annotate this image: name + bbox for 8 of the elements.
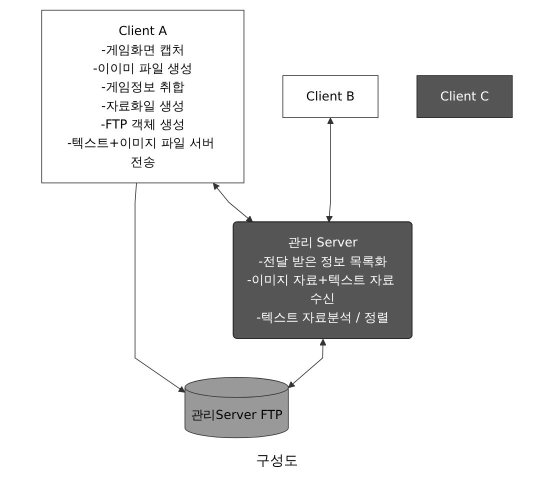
arrow [288, 338, 326, 388]
caption: 구성도 [256, 452, 298, 471]
node-box: Client C [416, 75, 513, 118]
arrow [326, 118, 334, 222]
arrow [212, 182, 254, 222]
node-box: Client A -게임화면 캡처 -이이미 파일 생성 -게임정보 취합 -자료화일 생성 -FTP 객체 생성 -텍스트+이미지 파일 서버 전송 [41, 10, 244, 184]
node-box: Client B [282, 75, 378, 118]
arrow [134, 182, 186, 393]
